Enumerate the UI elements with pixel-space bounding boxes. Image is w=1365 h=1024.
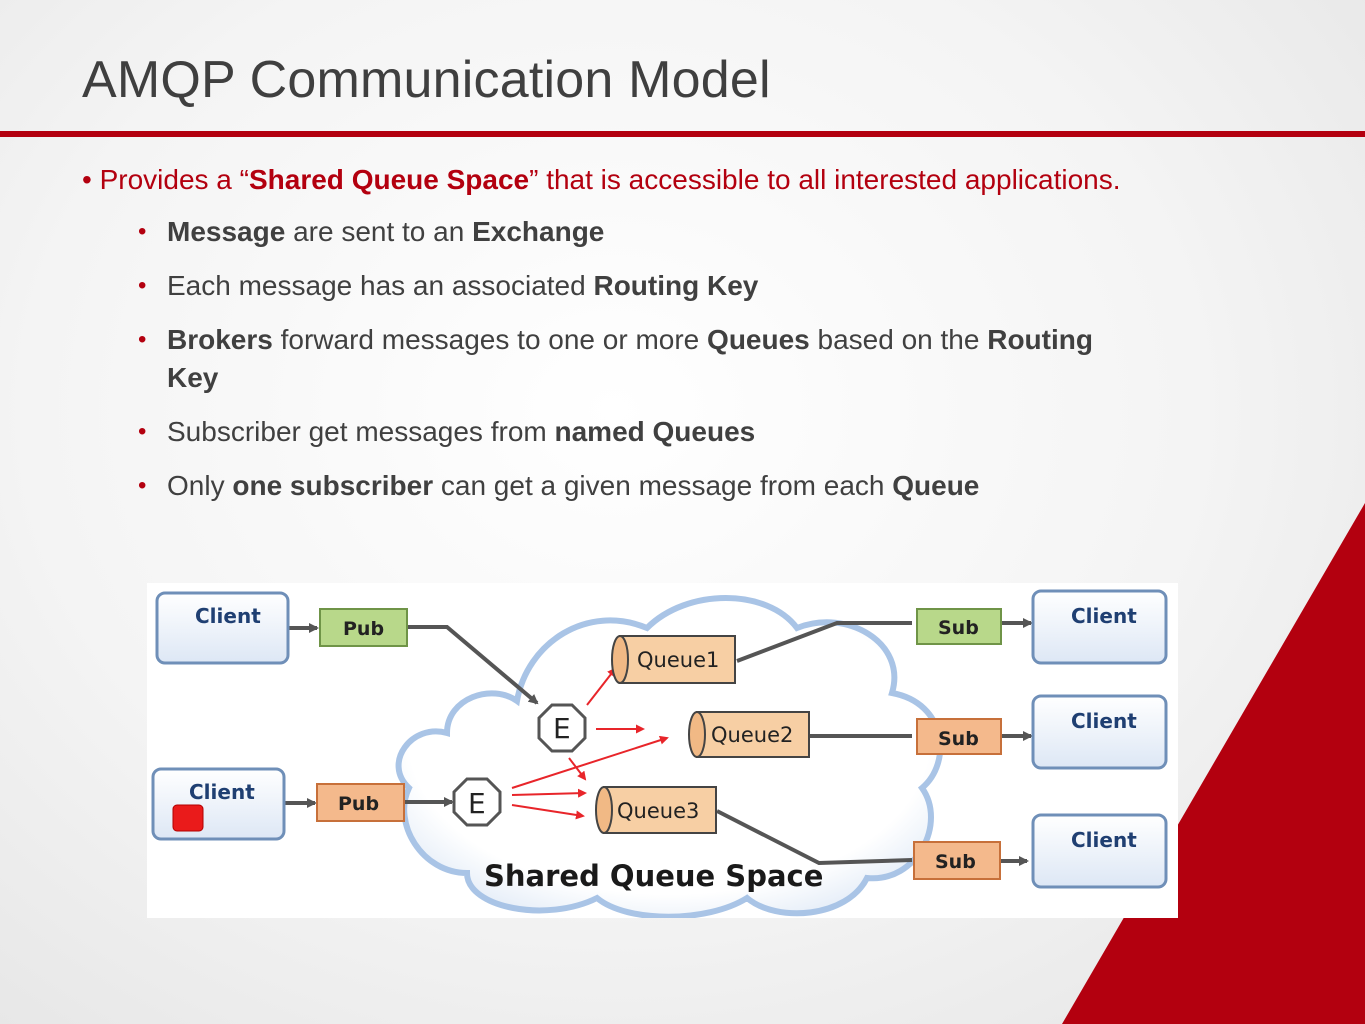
shared-queue-space-label: Shared Queue Space — [484, 859, 823, 893]
bullet-list: • Provides a “Shared Queue Space” that i… — [82, 160, 1122, 521]
publisher-client-1: Client — [155, 591, 290, 665]
pub-box-1: Pub — [319, 608, 408, 647]
bullet-bold-text: named Queues — [554, 416, 756, 447]
bullet-text: can get a given message from each — [433, 470, 893, 501]
client-label: Client — [1071, 604, 1137, 628]
bullet-text: based on the — [809, 324, 988, 355]
bullet-bold-text: Message — [167, 216, 286, 247]
bullet-item: • Message are sent to an Exchange — [82, 213, 1122, 251]
queue-1: Queue1 — [611, 635, 736, 684]
exchange-2: E — [452, 777, 502, 827]
queue-label: Queue2 — [711, 723, 793, 747]
intro-lead: • Provides a “ — [82, 164, 249, 195]
exchange-label: E — [468, 787, 486, 820]
sub-label: Sub — [938, 617, 979, 639]
pub-box-2: Pub — [316, 783, 405, 822]
bullet-text: are sent to an — [285, 216, 473, 247]
bullet-text: Each message has an associated — [167, 270, 594, 301]
bullet-bold-text: Exchange — [472, 216, 605, 247]
queue-3: Queue3 — [595, 786, 717, 834]
bullet-dot: • — [138, 218, 147, 245]
bullet-bold-text: Brokers — [167, 324, 273, 355]
bullet-dot: • — [138, 418, 147, 445]
client-label: Client — [195, 604, 261, 628]
bullet-item: • Each message has an associated Routing … — [82, 267, 1122, 305]
bullet-bold-text: Queue — [892, 470, 980, 501]
red-marker — [172, 804, 204, 832]
slide-title: AMQP Communication Model — [82, 51, 771, 109]
bullet-text: Subscriber get messages from — [167, 416, 555, 447]
bullet-text: forward messages to one or more — [272, 324, 708, 355]
queue-2: Queue2 — [688, 711, 810, 758]
subscriber-client-1: Client — [1031, 589, 1168, 665]
bullet-bold-text: Routing Key — [167, 324, 1093, 393]
subscriber-client-3: Client — [1031, 813, 1168, 889]
sub-label: Sub — [935, 851, 976, 873]
intro-bold: Shared Queue Space — [248, 164, 530, 195]
intro-tail: ” that is accessible to all interested a… — [529, 164, 1121, 195]
client-label: Client — [189, 780, 255, 804]
bullet-dot: • — [138, 272, 147, 299]
bullet-bold-text: Queues — [707, 324, 810, 355]
client-label: Client — [1071, 828, 1137, 852]
pub-label: Pub — [343, 618, 384, 640]
bullet-dot: • — [138, 472, 147, 499]
publisher-client-2: Client — [151, 767, 286, 841]
sub-box-2: Sub — [916, 718, 1002, 755]
sub-box-3: Sub — [913, 841, 1001, 880]
queue-label: Queue3 — [617, 799, 699, 823]
bullet-item: • Only one subscriber can get a given mes… — [82, 467, 1122, 505]
intro-bullet: • Provides a “Shared Queue Space” that i… — [82, 160, 1122, 199]
sub-box-1: Sub — [916, 608, 1002, 645]
bullet-bold-text: one subscriber — [232, 470, 434, 501]
client-label: Client — [1071, 709, 1137, 733]
bullet-item: • Subscriber get messages from named Queu… — [82, 413, 1122, 451]
title-underline — [0, 131, 1365, 137]
bullet-text: Only — [167, 470, 233, 501]
connector-lines — [283, 618, 1033, 866]
subscriber-client-2: Client — [1031, 694, 1168, 770]
exchange-1: E — [537, 703, 587, 753]
queue-label: Queue1 — [637, 648, 719, 672]
sub-bullet-list: • Message are sent to an Exchange • Each me… — [82, 213, 1122, 505]
bullet-item: • Brokers forward messages to one or more… — [82, 321, 1122, 397]
routing-arrows — [511, 667, 669, 820]
sub-label: Sub — [938, 728, 979, 750]
exchange-label: E — [553, 712, 571, 745]
pub-label: Pub — [338, 793, 379, 815]
amqp-diagram: Client Client Client Client Client Pub P… — [147, 583, 1178, 918]
bullet-bold-text: Routing Key — [593, 270, 759, 301]
bullet-dot: • — [138, 326, 147, 353]
amqp-diagram-svg: Client Client Client Client Client Pub P… — [151, 589, 1168, 918]
